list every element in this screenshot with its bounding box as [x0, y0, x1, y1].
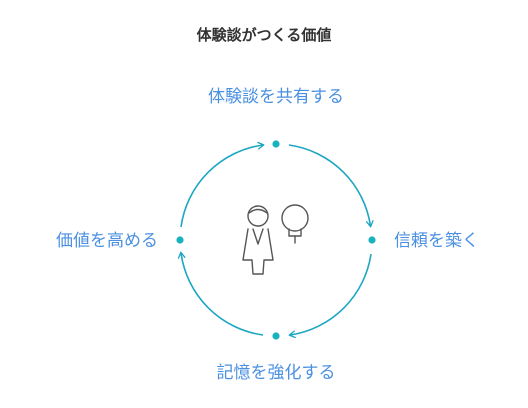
node-dot-left — [176, 236, 184, 244]
stage-label-strengthen-memory: 記憶を強化する — [216, 363, 336, 383]
diagram-title: 体験談がつくる価値 — [196, 26, 332, 44]
node-dot-top — [272, 140, 280, 148]
person-icon — [242, 205, 274, 275]
stage-label-share-experience: 体験談を共有する — [208, 87, 344, 107]
cycle-arrow-bottom-left — [177, 251, 264, 336]
node-dot-bottom — [272, 332, 280, 340]
lightbulb-icon — [281, 204, 309, 244]
cycle-arrow-right-bottom — [288, 253, 372, 339]
stage-label-build-trust: 信頼を築く — [394, 231, 479, 251]
cycle-arrow-top-right — [288, 144, 374, 228]
cycle-arrow-left-top — [180, 141, 265, 228]
stage-label-increase-value: 価値を高める — [56, 231, 158, 251]
node-dot-right — [368, 236, 376, 244]
